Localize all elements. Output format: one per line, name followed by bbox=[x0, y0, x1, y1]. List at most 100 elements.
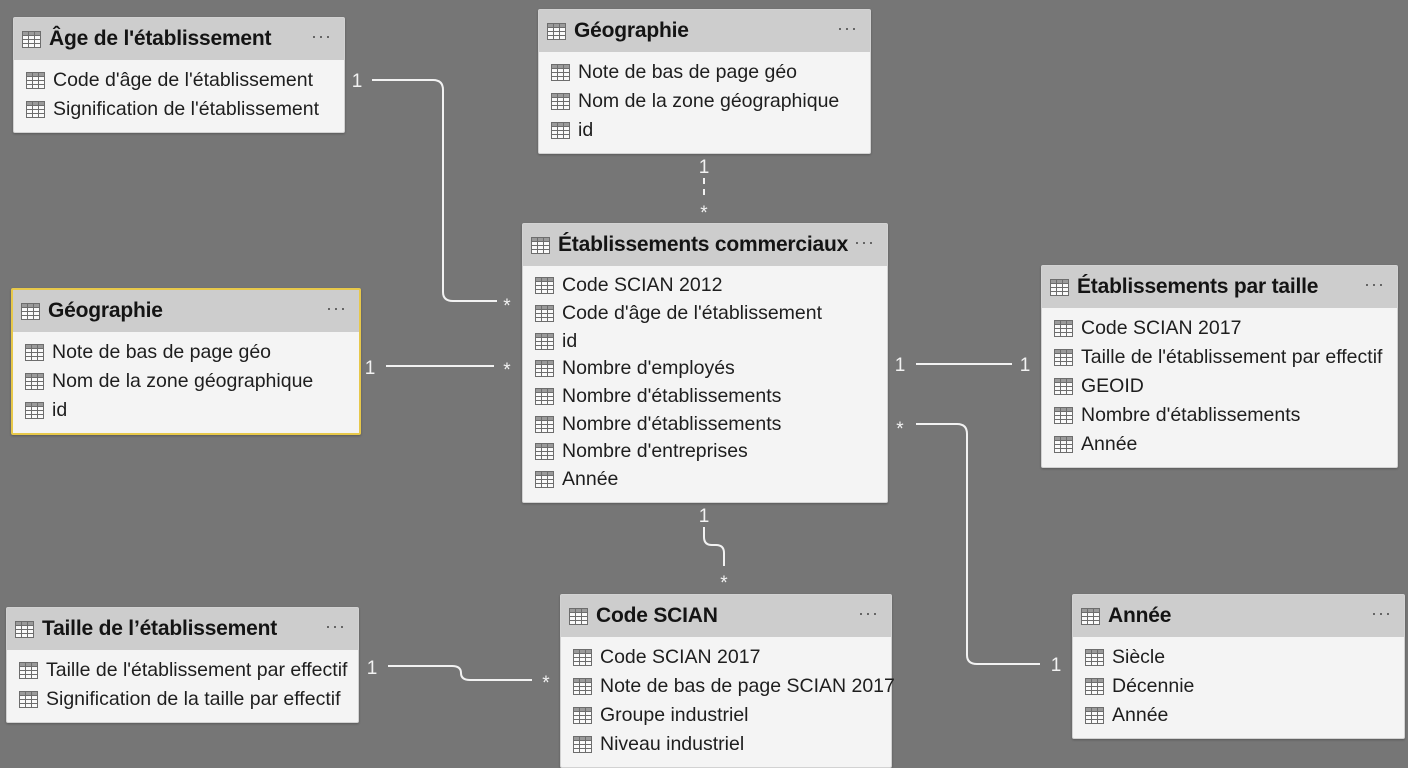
relationship-line[interactable] bbox=[388, 665, 532, 681]
field-row[interactable]: Note de bas de page SCIAN 2017 bbox=[561, 672, 895, 701]
table-icon bbox=[25, 344, 44, 361]
field-row[interactable]: Nom de la zone géographique bbox=[13, 367, 359, 396]
field-row[interactable]: Année bbox=[523, 466, 887, 494]
table-icon bbox=[25, 402, 44, 419]
field-row[interactable]: Code SCIAN 2017 bbox=[1042, 314, 1397, 343]
field-row[interactable]: Signification de la taille par effectif bbox=[7, 685, 358, 714]
more-options-icon[interactable]: ··· bbox=[1371, 603, 1392, 623]
relationship-etab-scian[interactable]: 1* bbox=[699, 506, 729, 594]
table-icon bbox=[551, 122, 570, 139]
table-header[interactable]: Taille de l’établissement··· bbox=[7, 608, 358, 650]
field-row[interactable]: Taille de l'établissement par effectif bbox=[1042, 343, 1397, 372]
more-options-icon[interactable]: ··· bbox=[1364, 274, 1385, 294]
table-card-taille[interactable]: Taille de l’établissement···Taille de l'… bbox=[6, 607, 359, 723]
field-label: Siècle bbox=[1112, 646, 1166, 668]
table-icon bbox=[22, 30, 41, 48]
field-row[interactable]: Nombre d'établissements bbox=[523, 410, 887, 438]
field-row[interactable]: Code SCIAN 2012 bbox=[523, 272, 887, 300]
relationship-age-etab[interactable]: 1* bbox=[352, 71, 512, 317]
table-icon bbox=[535, 415, 554, 433]
cardinality-label: * bbox=[700, 203, 708, 224]
field-label: Note de bas de page SCIAN 2017 bbox=[600, 675, 895, 697]
field-row[interactable]: Code d'âge de l'établissement bbox=[523, 300, 887, 328]
field-row[interactable]: id bbox=[523, 327, 887, 355]
field-label: Décennie bbox=[1112, 675, 1195, 697]
relationship-geo_top-etab[interactable]: 1* bbox=[699, 157, 710, 224]
more-options-icon[interactable]: ··· bbox=[326, 298, 347, 318]
field-label: Code SCIAN 2012 bbox=[562, 274, 723, 297]
more-options-icon[interactable]: ··· bbox=[311, 26, 332, 46]
cardinality-label: 1 bbox=[1051, 655, 1062, 676]
table-icon bbox=[573, 649, 592, 666]
table-icon bbox=[1050, 278, 1069, 296]
more-options-icon[interactable]: ··· bbox=[837, 18, 858, 38]
field-row[interactable]: Nombre d'établissements bbox=[523, 383, 887, 411]
field-row[interactable]: Année bbox=[1073, 701, 1404, 730]
field-row[interactable]: Signification de l'établissement bbox=[14, 95, 344, 124]
relationship-line[interactable] bbox=[703, 527, 725, 566]
relationship-taille-scian[interactable]: 1* bbox=[367, 658, 551, 694]
field-row[interactable]: Décennie bbox=[1073, 672, 1404, 701]
table-icon bbox=[1054, 407, 1073, 424]
field-row[interactable]: Note de bas de page géo bbox=[13, 338, 359, 367]
relationship-geo_left-etab[interactable]: 1* bbox=[365, 358, 512, 381]
table-header[interactable]: Code SCIAN··· bbox=[561, 595, 891, 637]
table-title: Établissements par taille bbox=[1077, 275, 1319, 298]
field-label: Code SCIAN 2017 bbox=[600, 646, 761, 668]
field-row[interactable]: id bbox=[539, 116, 870, 145]
field-row[interactable]: Siècle bbox=[1073, 643, 1404, 672]
field-row[interactable]: Niveau industriel bbox=[561, 730, 891, 759]
field-row[interactable]: Code d'âge de l'établissement bbox=[14, 66, 344, 95]
field-label: id bbox=[562, 329, 578, 352]
table-icon bbox=[535, 332, 554, 350]
field-row[interactable]: Année bbox=[1042, 430, 1397, 459]
table-icon bbox=[1085, 678, 1104, 695]
table-header[interactable]: Géographie··· bbox=[539, 10, 870, 52]
table-card-taille_etab[interactable]: Établissements par taille ··· Code SCIAN 2… bbox=[1041, 265, 1398, 468]
field-label: Niveau industriel bbox=[600, 733, 745, 755]
table-header[interactable]: Âge de l'établissement··· bbox=[14, 18, 344, 60]
table-card-age[interactable]: Âge de l'établissement···Code d'âge de l… bbox=[13, 17, 345, 133]
field-row[interactable]: Groupe industriel bbox=[561, 701, 891, 730]
table-header[interactable]: Géographie··· bbox=[13, 290, 359, 332]
relationship-line[interactable] bbox=[372, 79, 497, 302]
more-options-icon[interactable]: ··· bbox=[858, 603, 879, 623]
field-label: Nombre d'établissements bbox=[562, 385, 782, 408]
table-icon bbox=[535, 277, 554, 295]
field-row[interactable]: Nombre d'entreprises bbox=[523, 438, 887, 466]
field-row[interactable]: Note de bas de page géo bbox=[539, 58, 870, 87]
field-row[interactable]: Taille de l'établissement par effectif bbox=[7, 656, 358, 685]
table-card-etab[interactable]: Établissements commerciaux··· Code SCIAN … bbox=[522, 223, 888, 503]
relationship-etab-annee[interactable]: *1 bbox=[896, 419, 1061, 676]
relationship-line[interactable] bbox=[916, 423, 1040, 665]
cardinality-label: 1 bbox=[699, 157, 710, 178]
table-icon bbox=[535, 443, 554, 461]
table-icon bbox=[1085, 649, 1104, 666]
field-row[interactable]: Code SCIAN 2017 bbox=[561, 643, 891, 672]
table-icon bbox=[551, 93, 570, 110]
table-header[interactable]: Établissements commerciaux··· bbox=[523, 224, 887, 266]
table-header[interactable]: Établissements par taille ··· bbox=[1042, 266, 1397, 308]
field-row[interactable]: GEOID bbox=[1042, 372, 1397, 401]
field-row[interactable]: id bbox=[13, 396, 359, 425]
field-label: Taille de l'établissement par effectif bbox=[46, 659, 348, 681]
more-options-icon[interactable]: ··· bbox=[325, 616, 346, 636]
cardinality-label: 1 bbox=[365, 358, 376, 379]
table-header[interactable]: Année··· bbox=[1073, 595, 1404, 637]
more-options-icon[interactable]: ··· bbox=[854, 232, 875, 252]
table-icon bbox=[19, 691, 38, 708]
field-row[interactable]: Nom de la zone géographique bbox=[539, 87, 870, 116]
field-label: Nombre d'établissements bbox=[562, 412, 782, 435]
field-row[interactable]: Nombre d'établissements bbox=[1042, 401, 1397, 430]
field-row[interactable]: Nombre d'employés bbox=[523, 355, 887, 383]
